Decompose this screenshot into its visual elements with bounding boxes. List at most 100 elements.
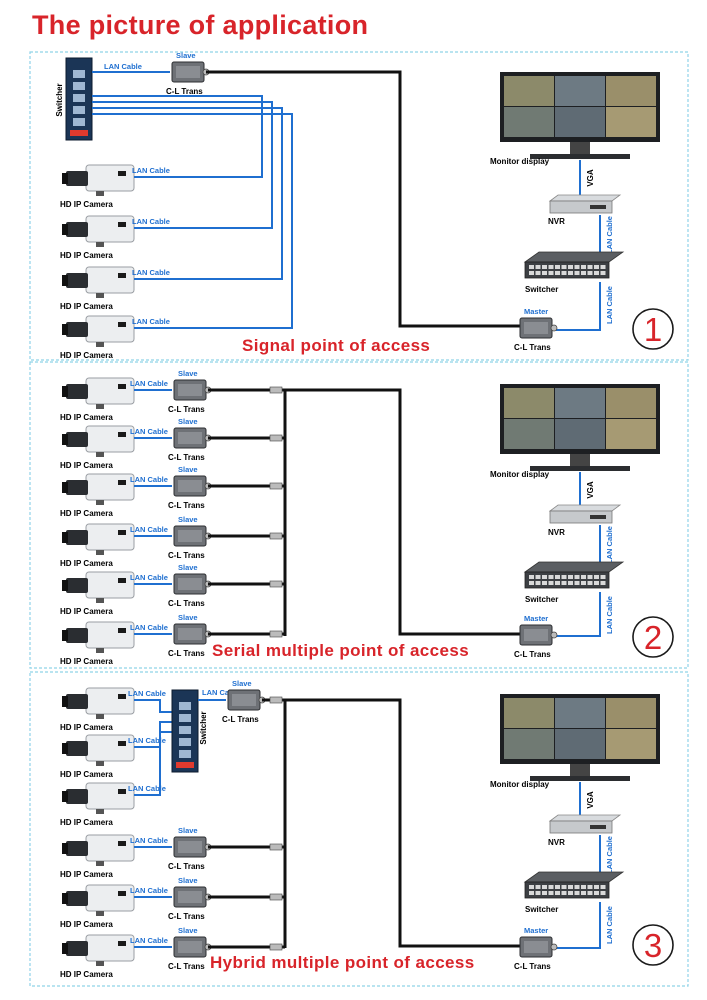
switch-port <box>594 581 599 585</box>
nvr-label: NVR <box>548 838 565 847</box>
camera-lens <box>66 432 88 447</box>
camera-label: HD IP Camera <box>60 302 113 311</box>
switch-top <box>523 561 625 573</box>
trans-role-label: Slave <box>232 679 252 688</box>
switch-port <box>574 271 580 275</box>
camera-body <box>85 734 135 762</box>
switch-port <box>568 265 573 269</box>
panel-border-3 <box>29 671 689 987</box>
switch-port <box>542 575 547 579</box>
lan-cable-label: LAN Cable <box>130 886 168 895</box>
lan-cable-label: LAN Cable <box>605 596 614 634</box>
camera-label: HD IP Camera <box>60 770 113 779</box>
monitor-tile <box>504 76 554 106</box>
trans-label: C-L Trans <box>514 650 551 659</box>
trans-face <box>178 891 202 903</box>
camera-body <box>85 473 135 501</box>
switch-port <box>561 271 567 275</box>
switch-port <box>568 575 573 579</box>
camera-badge <box>118 694 126 699</box>
switch-port <box>548 271 554 275</box>
hd-ip-camera-8: HD IP Camera <box>60 523 135 568</box>
switch-port <box>535 581 541 585</box>
monitor-tile <box>555 729 605 759</box>
monitor-tile <box>555 388 605 418</box>
panel-border-1 <box>29 51 689 361</box>
monitor-tile <box>555 76 605 106</box>
camera-lens <box>66 941 88 956</box>
lan-cable-label: LAN Cable <box>128 736 166 745</box>
lan-cable-label: LAN Cable <box>132 217 170 226</box>
monitor-tile <box>504 107 554 137</box>
switch-port <box>587 581 593 585</box>
panel-number-1: 1 <box>644 311 662 348</box>
switch-port <box>581 581 586 585</box>
hd-ip-camera-4: HD IP Camera <box>60 315 135 360</box>
hd-ip-camera-7: HD IP Camera <box>60 473 135 518</box>
switch-port <box>555 271 560 275</box>
switch-port <box>535 265 541 269</box>
camera-label: HD IP Camera <box>60 200 113 209</box>
lan-cable-label: LAN Cable <box>130 573 168 582</box>
lan-cable-label: LAN Cable <box>605 216 614 254</box>
trans-face <box>178 628 202 640</box>
lan-cable-label: LAN Cable <box>202 688 240 697</box>
panel-number-2: 2 <box>644 619 662 656</box>
switch-port <box>594 891 599 895</box>
switcher-port <box>73 82 85 90</box>
coax-tee <box>269 630 283 638</box>
monitor-label: Monitor display <box>490 157 550 166</box>
camera-badge <box>118 578 126 583</box>
camera-lens-front <box>62 224 68 235</box>
hd-ip-camera-16: HD IP Camera <box>60 934 135 979</box>
switch-port <box>581 265 586 269</box>
hd-ip-camera-13: HD IP Camera <box>60 782 135 827</box>
switch-port <box>529 265 534 269</box>
switch-port <box>542 265 547 269</box>
switch-2 <box>523 561 625 589</box>
hd-ip-camera-10: HD IP Camera <box>60 621 135 666</box>
switch-port <box>561 885 567 889</box>
monitor-display-3 <box>500 694 660 781</box>
lan-cable-camera-3 <box>92 107 283 280</box>
hd-ip-camera-15: HD IP Camera <box>60 884 135 929</box>
switch-port <box>529 271 534 275</box>
nvr-2 <box>548 504 622 524</box>
switch-port <box>555 575 560 579</box>
lan-cable-label: LAN Cable <box>130 836 168 845</box>
switcher-label: Switcher <box>525 905 558 914</box>
nvr-label: NVR <box>548 528 565 537</box>
switch-port <box>594 575 599 579</box>
trans-role-label: Slave <box>178 369 198 378</box>
camera-mount <box>96 961 104 966</box>
switch-port <box>561 265 567 269</box>
lan-cable-label: LAN Cable <box>132 268 170 277</box>
coax-tee <box>269 943 283 951</box>
trans-face <box>178 530 202 542</box>
trans-label: C-L Trans <box>168 912 205 921</box>
switch-port <box>587 575 593 579</box>
trans-face <box>178 480 202 492</box>
trans-connector <box>550 943 558 951</box>
trans-label: C-L Trans <box>168 453 205 462</box>
switch-port <box>529 885 534 889</box>
trans-label: C-L Trans <box>168 962 205 971</box>
camera-mount <box>96 550 104 555</box>
hd-ip-camera-9: HD IP Camera <box>60 571 135 616</box>
trans-label: C-L Trans <box>168 599 205 608</box>
camera-lens-front <box>62 386 68 397</box>
switch-master-cable <box>556 282 601 331</box>
panel-border-2 <box>29 361 689 669</box>
switcher-port <box>73 70 85 78</box>
switch-port <box>600 265 606 269</box>
camera-label: HD IP Camera <box>60 818 113 827</box>
monitor-tile <box>504 419 554 449</box>
lan-cable-label: LAN Cable <box>130 427 168 436</box>
switch-port <box>561 891 567 895</box>
camera-lens <box>66 480 88 495</box>
